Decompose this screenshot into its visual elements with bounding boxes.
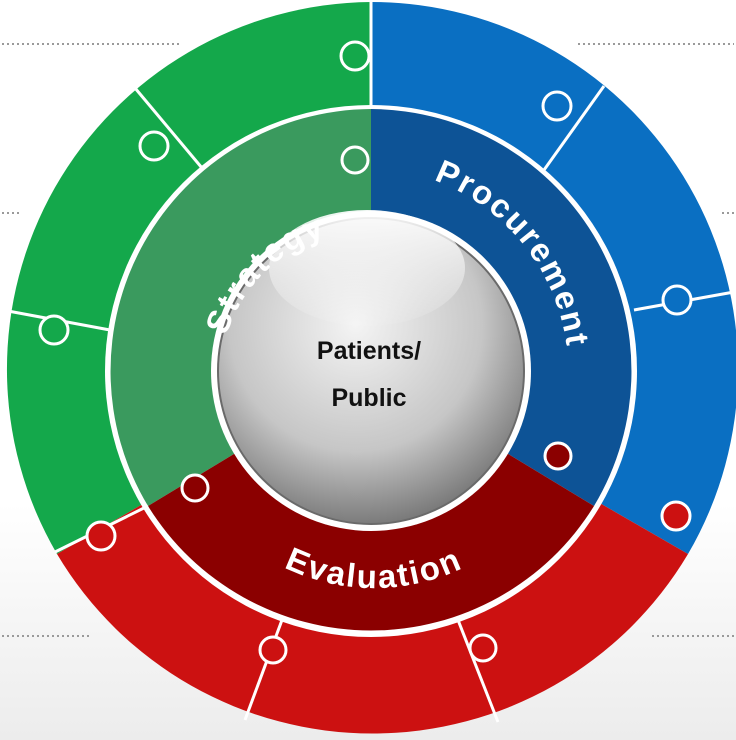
puzzle-knob: [138, 130, 170, 162]
puzzle-knob: [340, 145, 370, 175]
center-label-line1: Patients/: [317, 337, 421, 365]
puzzle-knob: [661, 284, 693, 316]
puzzle-knob: [543, 441, 573, 471]
puzzle-knob: [180, 473, 210, 503]
puzzle-knob: [468, 633, 498, 663]
center-label-line2: Public: [331, 384, 406, 412]
puzzle-knob: [339, 40, 371, 72]
puzzle-knob: [38, 314, 70, 346]
center-sphere: [217, 210, 525, 525]
puzzle-knobs: [38, 40, 693, 665]
decorative-dotted-lines: [2, 43, 734, 637]
puzzle-knob: [85, 520, 117, 552]
puzzle-knob: [541, 90, 573, 122]
puzzle-piece-dividers: [7, 2, 735, 723]
puzzle-knob: [660, 500, 692, 532]
puzzle-knob: [258, 635, 288, 665]
